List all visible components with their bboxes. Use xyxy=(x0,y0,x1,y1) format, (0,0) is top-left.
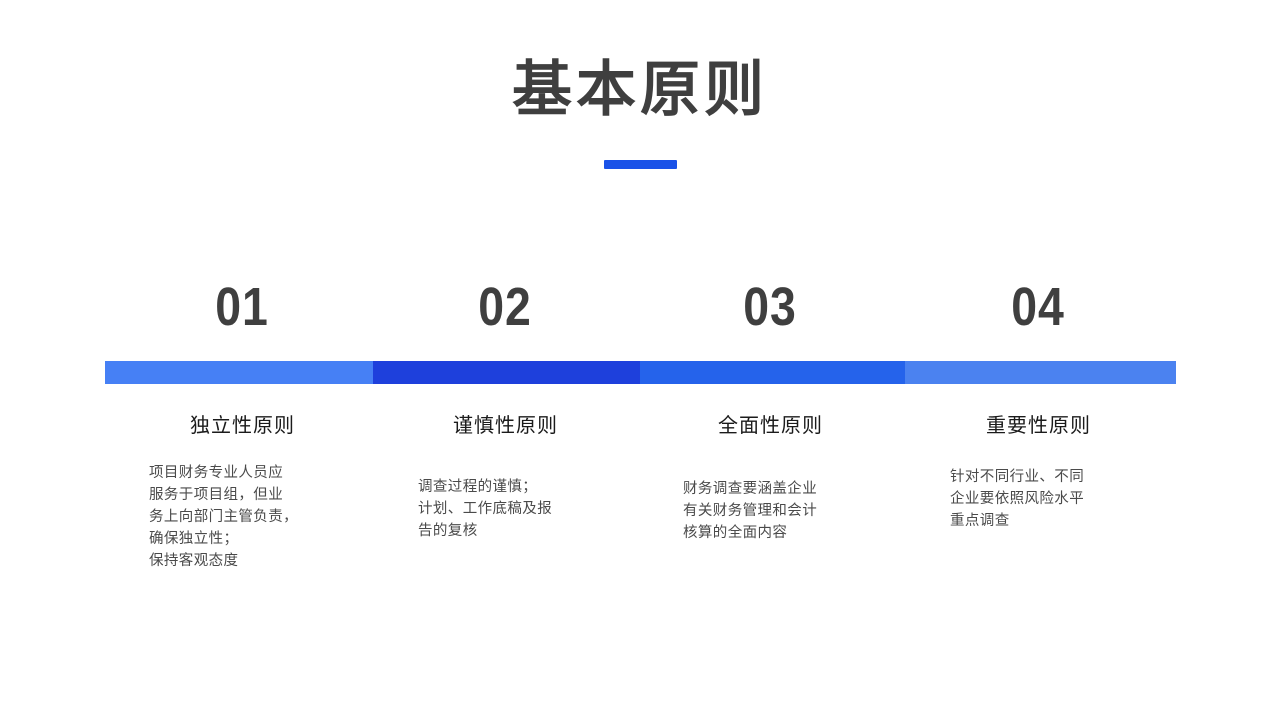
segmented-progress-bar xyxy=(105,361,1176,384)
principle-body-03: 财务调查要涵盖企业 有关财务管理和会计 核算的全面内容 xyxy=(683,481,818,541)
step-number-03: 03 xyxy=(743,277,797,337)
progress-bar-segment-03 xyxy=(640,361,905,384)
principle-heading-03: 全面性原则 xyxy=(718,415,823,437)
title-underline-accent xyxy=(603,160,677,170)
progress-bar-segment-04 xyxy=(905,361,1176,384)
step-numbers-row: 01 02 03 04 xyxy=(105,276,1176,338)
principle-heading-04: 重要性原则 xyxy=(986,415,1091,437)
progress-bar-segment-02 xyxy=(373,361,640,384)
principle-heading-01: 独立性原则 xyxy=(190,415,295,437)
title-block: 基本原则 xyxy=(0,56,1280,170)
principle-body-04: 针对不同行业、不同 企业要依照风险水平 重点调查 xyxy=(950,469,1085,529)
page-title: 基本原则 xyxy=(512,56,768,123)
step-number-02: 02 xyxy=(478,277,532,337)
step-number-04: 04 xyxy=(1011,277,1065,337)
principle-body-02: 调查过程的谨慎； 计划、工作底稿及报 告的复核 xyxy=(418,479,553,539)
principles-columns: 独立性原则项目财务专业人员应 服务于项目组，但业 务上向部门主管负责， 确保独立… xyxy=(0,412,1280,612)
principle-body-01: 项目财务专业人员应 服务于项目组，但业 务上向部门主管负责， 确保独立性； 保持… xyxy=(149,465,298,569)
step-number-01: 01 xyxy=(215,277,269,337)
progress-bar-segment-01 xyxy=(105,361,373,384)
principle-heading-02: 谨慎性原则 xyxy=(453,415,558,437)
